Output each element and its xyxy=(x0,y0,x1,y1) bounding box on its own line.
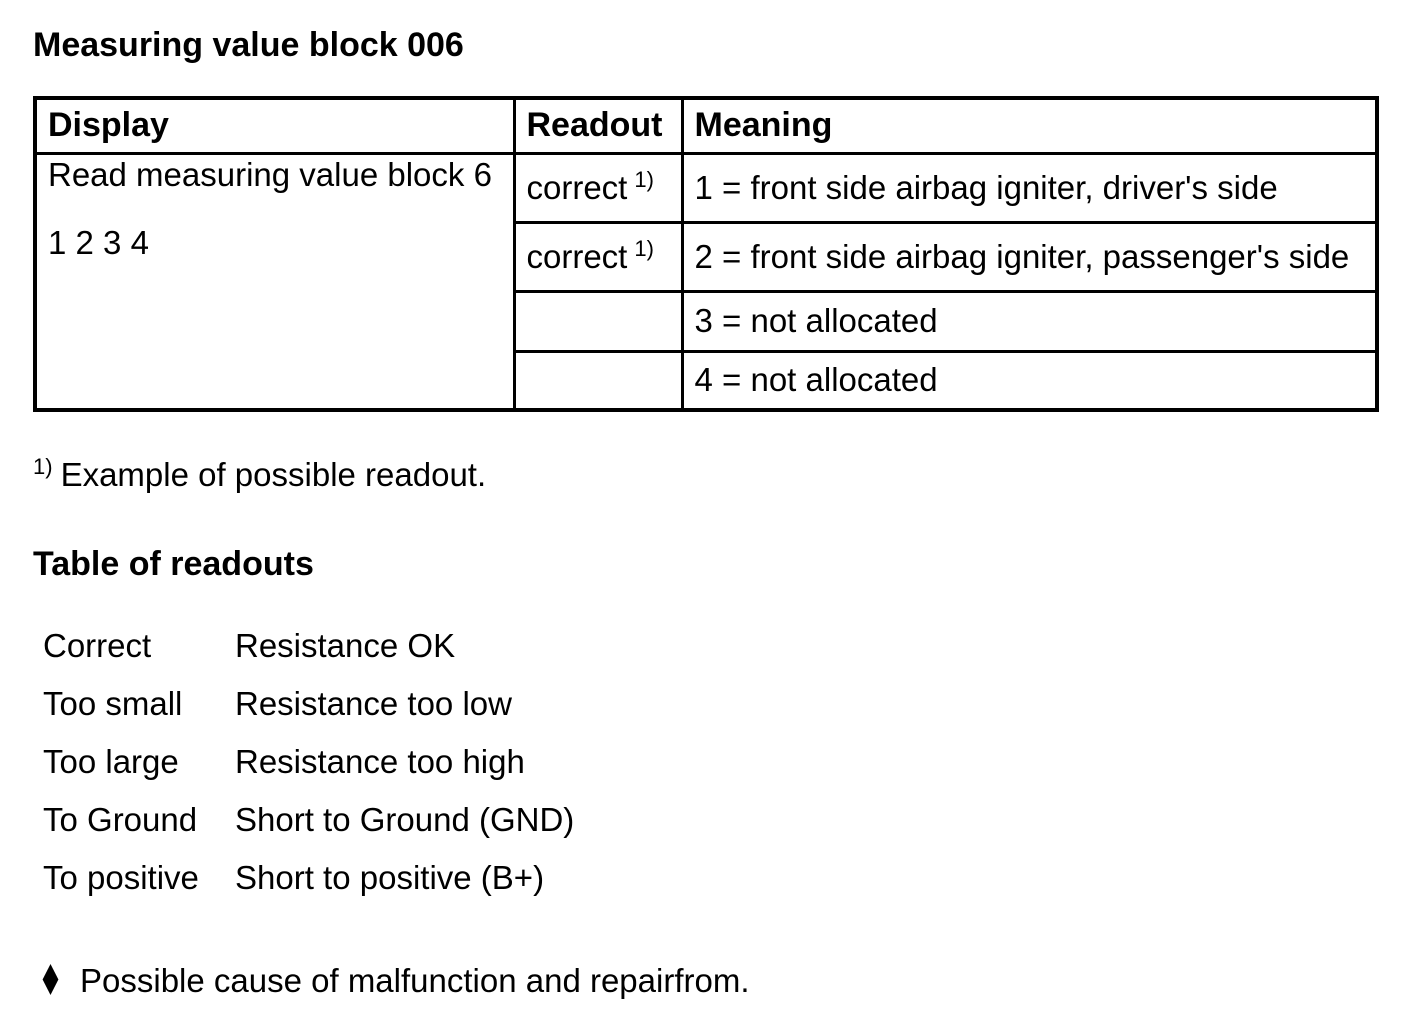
readout-cell xyxy=(512,349,684,412)
display-line-2: 1 2 3 4 xyxy=(48,223,149,261)
meaning-cell: 4 = not allocated xyxy=(680,349,1379,412)
footnote: 1) Example of possible readout. xyxy=(33,454,1380,500)
meaning-cell: 3 = not allocated xyxy=(680,289,1379,353)
readout-description: Short to Ground (GND) xyxy=(235,801,575,838)
display-line-1: Read measuring value block 6 xyxy=(48,155,492,193)
readout-label: Too small xyxy=(43,685,183,722)
list-item: To positive Short to positive (B+) xyxy=(43,858,1380,898)
measuring-value-table: Display Readout Meaning Read measuring v… xyxy=(33,96,1379,412)
readout-value: correct xyxy=(526,168,628,206)
readout-description: Resistance too low xyxy=(235,685,512,722)
display-cell: Read measuring value block 6 1 2 3 4 xyxy=(33,151,516,412)
footnote-marker: 1) xyxy=(634,166,654,192)
readout-label: Too large xyxy=(43,743,179,780)
list-item: To Ground Short to Ground (GND) xyxy=(43,800,1380,840)
meaning-cell: 2 = front side airbag igniter, passenger… xyxy=(680,220,1379,293)
meaning-cell: 1 = front side airbag igniter, driver's … xyxy=(680,151,1379,224)
column-header-meaning: Meaning xyxy=(680,96,1379,155)
table-row: Read measuring value block 6 1 2 3 4 cor… xyxy=(33,151,1379,412)
footnote-text: Example of possible readout. xyxy=(60,456,487,493)
readout-value: correct xyxy=(526,237,628,275)
diamond-bullet-icon xyxy=(42,963,59,995)
readout-cell xyxy=(512,289,684,353)
readout-label: Correct xyxy=(43,627,152,664)
readout-description: Short to positive (B+) xyxy=(235,859,545,896)
list-item: Correct Resistance OK xyxy=(43,626,1380,666)
malfunction-note: Possible cause of malfunction and repair… xyxy=(42,961,1380,1001)
list-item: Too small Resistance too low xyxy=(43,684,1380,724)
note-text: Possible cause of malfunction and repair… xyxy=(80,962,750,999)
list-item: Too large Resistance too high xyxy=(43,742,1380,782)
readout-label: To positive xyxy=(43,859,199,896)
column-header-readout: Readout xyxy=(512,96,684,155)
table-row: 4 = not allocated xyxy=(35,349,1379,412)
readouts-section-heading: Table of readouts xyxy=(33,545,314,583)
readout-description: Resistance OK xyxy=(235,627,456,664)
readout-label: To Ground xyxy=(43,801,198,838)
table-header-row: Display Readout Meaning xyxy=(33,96,1379,155)
footnote-marker: 1) xyxy=(33,454,53,479)
readouts-list: Correct Resistance OK Too small Resistan… xyxy=(43,626,1380,898)
page-title: Measuring value block 006 xyxy=(33,26,464,64)
footnote-marker: 1) xyxy=(634,235,654,261)
table-row: 3 = not allocated xyxy=(35,289,1379,353)
column-header-display: Display xyxy=(33,96,516,155)
readout-description: Resistance too high xyxy=(235,743,525,780)
